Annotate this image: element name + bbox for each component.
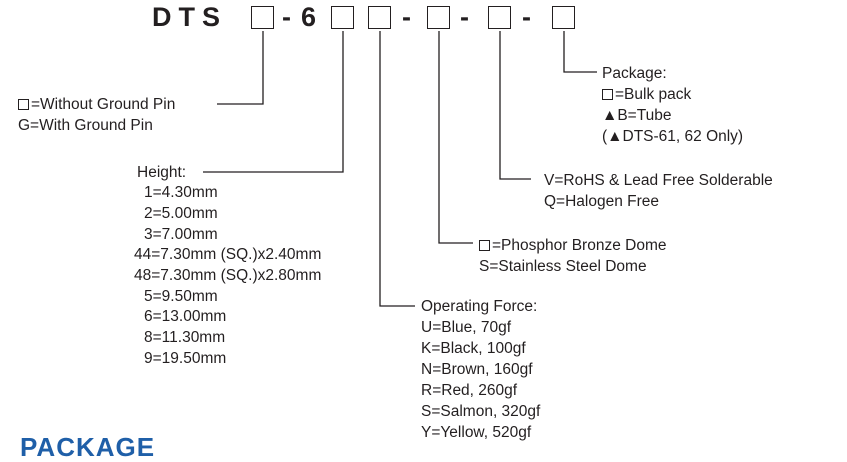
operating-force-option: S=Salmon, 320gf — [421, 403, 541, 420]
empty-box-icon — [18, 99, 29, 110]
empty-box-icon — [602, 89, 613, 100]
package-note: (▲DTS-61, 62 Only) — [602, 128, 744, 145]
ground-pin-code-box — [251, 6, 274, 29]
dome-stainless-option: S=Stainless Steel Dome — [479, 258, 647, 275]
height-option: 44=7.30mm (SQ.)x2.40mm — [134, 246, 322, 263]
height-option: 9=19.50mm — [144, 350, 227, 367]
height-option: 6=13.00mm — [144, 308, 227, 325]
solder-halogen-option: Q=Halogen Free — [544, 193, 660, 210]
package-code-box — [552, 6, 575, 29]
operating-force-option: U=Blue, 70gf — [421, 319, 512, 336]
solder-rohs-option: V=RoHS & Lead Free Solderable — [544, 172, 773, 189]
height-option: 5=9.50mm — [144, 288, 218, 305]
height-option: 2=5.00mm — [144, 205, 218, 222]
code-dash-3: - — [460, 2, 469, 32]
height-connector — [203, 31, 344, 173]
code-dash-2: - — [402, 2, 411, 32]
operating-force-title: Operating Force: — [421, 298, 538, 315]
dome-connector — [438, 31, 473, 244]
height-option: 3=7.00mm — [144, 226, 218, 243]
operating-force-option: N=Brown, 160gf — [421, 361, 533, 378]
force-connector — [379, 31, 415, 307]
package-bulk-option: =Bulk pack — [602, 84, 691, 105]
dome-code-box — [427, 6, 450, 29]
operating-force-option: Y=Yellow, 520gf — [421, 424, 532, 441]
height-title: Height: — [137, 164, 187, 181]
ground-pin-without-option: =Without Ground Pin — [18, 94, 175, 115]
height-option: 1=4.30mm — [144, 184, 218, 201]
connector-lines — [203, 31, 597, 307]
solder-connector — [499, 31, 531, 180]
code-dash-1: - — [282, 2, 291, 32]
code-series-digit: 6 — [301, 2, 317, 32]
height-code-box — [331, 6, 354, 29]
empty-box-icon — [479, 240, 490, 251]
section-heading: PACKAGE — [20, 432, 156, 462]
package-connector — [563, 31, 597, 73]
code-prefix: DTS — [152, 2, 227, 32]
package-tube-option: ▲B=Tube — [602, 107, 672, 124]
height-option: 8=11.30mm — [144, 329, 226, 346]
height-option: 48=7.30mm (SQ.)x2.80mm — [134, 267, 322, 284]
code-dash-4: - — [522, 2, 531, 32]
solder-code-box — [488, 6, 511, 29]
force-code-box — [368, 6, 391, 29]
dome-phosphor-option: =Phosphor Bronze Dome — [479, 235, 666, 256]
operating-force-option: R=Red, 260gf — [421, 382, 518, 399]
ground-pin-connector — [217, 31, 264, 105]
package-title: Package: — [602, 65, 667, 82]
ground-pin-with-option: G=With Ground Pin — [18, 117, 153, 134]
operating-force-option: K=Black, 100gf — [421, 340, 526, 357]
